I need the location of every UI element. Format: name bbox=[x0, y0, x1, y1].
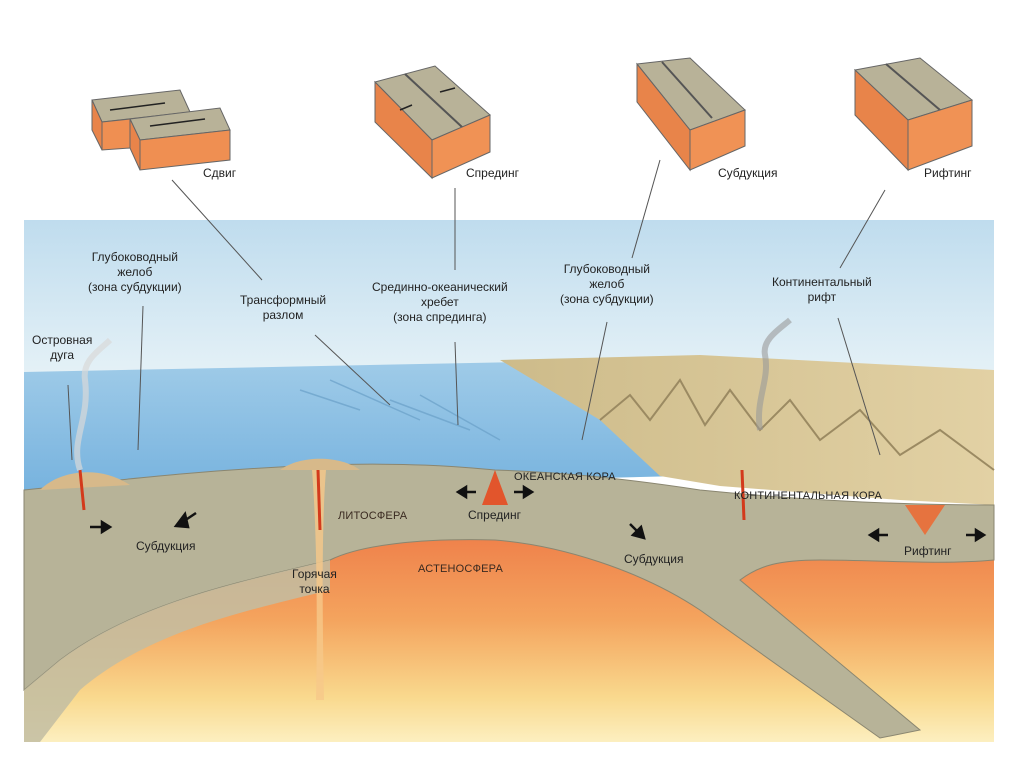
label-trench-right-line1: Глубоководный bbox=[563, 262, 650, 276]
label-hot-spot-line2: точка bbox=[299, 582, 330, 596]
label-asthenosphere: АСТЕНОСФЕРА bbox=[418, 563, 504, 575]
label-subduction-left: Субдукция bbox=[136, 539, 196, 553]
label-ridge-line1: Срединно-океанический bbox=[372, 280, 508, 294]
block-spreading bbox=[374, 65, 491, 180]
label-lithosphere: ЛИТОСФЕРА bbox=[338, 510, 408, 522]
label-continental-crust: КОНТИНЕНТАЛЬНАЯ КОРА bbox=[734, 490, 883, 502]
label-trench-right-line2: желоб bbox=[589, 277, 625, 291]
block-subduction bbox=[636, 57, 746, 172]
label-spreading-center: Спрединг bbox=[468, 508, 521, 522]
label-island-arc-line1: Островная bbox=[32, 333, 93, 347]
label-oceanic-crust: ОКЕАНСКАЯ КОРА bbox=[514, 471, 616, 483]
label-trench-right: Глубоководный желоб (зона субдукции) bbox=[560, 262, 654, 307]
label-trench-left-line3: (зона субдукции) bbox=[88, 280, 182, 294]
label-ridge-line3: (зона спрединга) bbox=[393, 310, 487, 324]
label-trench-left: Глубоководный желоб (зона субдукции) bbox=[88, 250, 182, 295]
label-transform-fault-line2: разлом bbox=[262, 308, 304, 322]
label-trench-right-line3: (зона субдукции) bbox=[560, 292, 654, 306]
label-shear: Сдвиг bbox=[203, 166, 237, 180]
block-shear bbox=[91, 89, 231, 171]
label-continental-rift: Континентальный рифт bbox=[772, 275, 872, 305]
label-trench-left-line1: Глубоководный bbox=[91, 250, 178, 264]
continent-land bbox=[500, 355, 994, 505]
label-hot-spot-line1: Горячая bbox=[292, 567, 337, 581]
ridge-volcano bbox=[482, 470, 508, 505]
ocean bbox=[24, 362, 680, 495]
label-hot-spot: Горячая точка bbox=[292, 567, 337, 597]
label-transform-fault-line1: Трансформный bbox=[240, 293, 327, 307]
rift-valley bbox=[905, 505, 945, 535]
leader-lines bbox=[67, 159, 886, 461]
label-rifting-center: Рифтинг bbox=[904, 544, 952, 558]
continental-magma bbox=[740, 469, 746, 521]
label-ridge-line2: хребет bbox=[420, 295, 459, 309]
label-continental-rift-line1: Континентальный bbox=[772, 275, 872, 289]
hot-spot-magma bbox=[316, 469, 322, 531]
label-mid-ocean-ridge: Срединно-океанический хребет (зона спред… bbox=[372, 280, 508, 325]
hot-spot-plume bbox=[312, 470, 326, 700]
volcano-smoke-right bbox=[756, 317, 792, 431]
ocean-ridge-lines bbox=[299, 379, 501, 441]
lithosphere-plate bbox=[23, 463, 995, 739]
block-rifting bbox=[853, 57, 974, 172]
label-island-arc: Островная дуга bbox=[32, 333, 92, 363]
label-rifting-block: Рифтинг bbox=[924, 166, 972, 180]
island-arc-magma bbox=[78, 469, 86, 511]
sky bbox=[24, 220, 994, 380]
motion-arrows bbox=[90, 484, 987, 543]
label-subduction-right: Субдукция bbox=[624, 552, 684, 566]
subducting-slab-left bbox=[24, 560, 330, 742]
label-trench-left-line2: желоб bbox=[117, 265, 153, 279]
volcano-smoke-left bbox=[74, 337, 113, 471]
label-spreading-block: Спрединг bbox=[466, 166, 519, 180]
label-transform-fault: Трансформный разлом bbox=[240, 293, 326, 323]
label-island-arc-line2: дуга bbox=[50, 348, 75, 362]
island-arc bbox=[40, 472, 130, 490]
label-subduction-block: Субдукция bbox=[718, 166, 778, 180]
label-continental-rift-line2: рифт bbox=[807, 290, 837, 304]
hot-spot-island bbox=[280, 458, 360, 470]
